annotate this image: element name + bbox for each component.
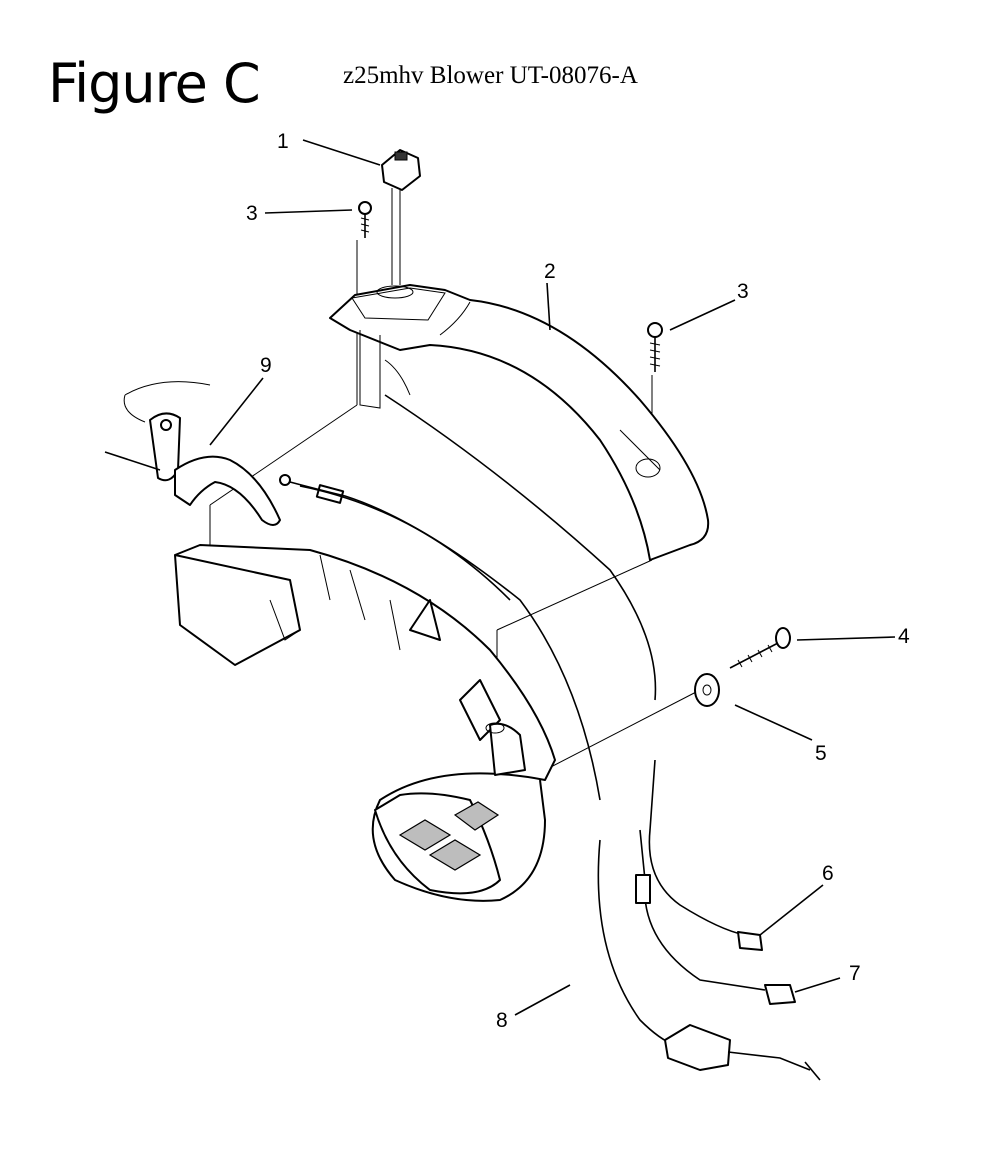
part-1-switch <box>381 149 421 285</box>
lower-handle-housing <box>174 544 556 902</box>
callout-numbers: 1 2 3 3 4 5 6 7 8 9 <box>246 130 910 1032</box>
part-8-throttle-cable <box>279 474 821 1081</box>
callout-1: 1 <box>277 130 289 153</box>
callout-4: 4 <box>898 625 910 648</box>
callout-3-right: 3 <box>737 280 749 303</box>
diagram-subtitle: z25mhv Blower UT-08076-A <box>343 62 638 89</box>
callout-9: 9 <box>260 354 272 377</box>
part-5-washer <box>694 673 720 707</box>
part-9-throttle-trigger <box>104 381 281 526</box>
leader-lines <box>209 139 896 1016</box>
figure-label: Figure C <box>48 52 261 115</box>
callout-6: 6 <box>822 862 834 885</box>
part-4-bolt <box>729 627 791 669</box>
part-2-handle-cover <box>329 284 710 561</box>
wiring-harness <box>384 394 796 1005</box>
callout-8: 8 <box>496 1009 508 1032</box>
callout-5: 5 <box>815 742 827 765</box>
callout-2: 2 <box>544 260 556 283</box>
callout-7: 7 <box>849 962 861 985</box>
callout-3-left: 3 <box>246 202 258 225</box>
